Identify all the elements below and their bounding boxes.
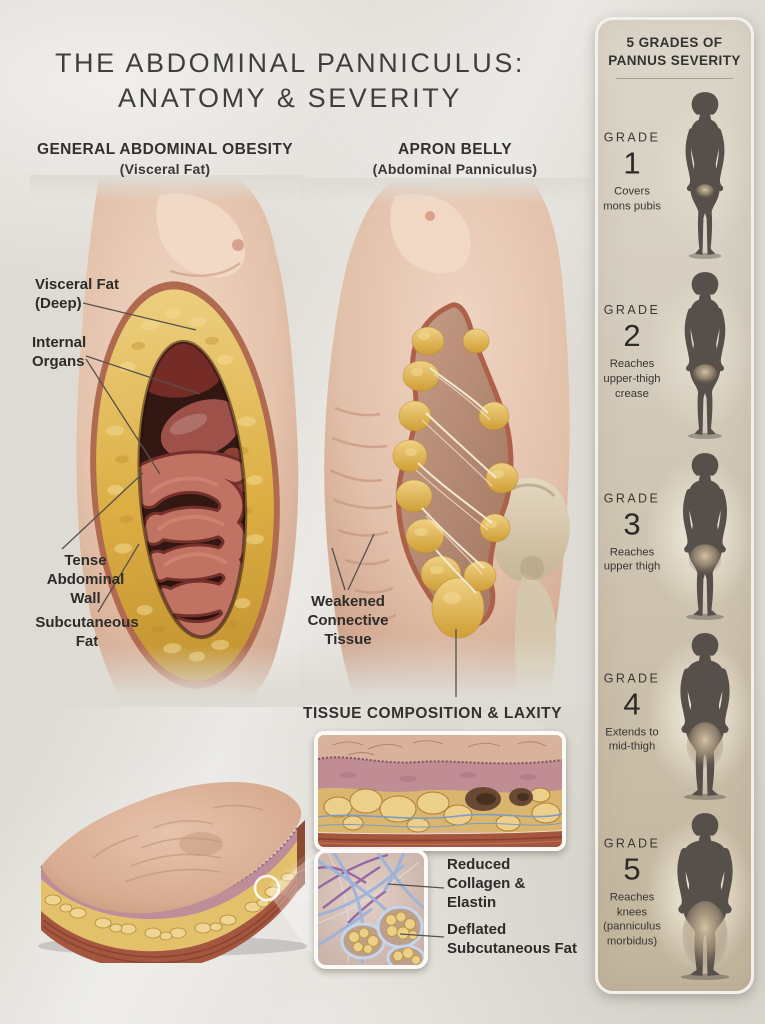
label-abdominal-wall: Tense Abdominal Wall [46,552,125,607]
block-dermis-layer [41,828,297,920]
grade-number: 1 [623,145,641,181]
label-subcutaneous-fat: Subcutaneous Fat [35,614,139,650]
grade-3-figure-silhouette [662,449,748,621]
grade-row-3: GRADE 3 Reaches upper thigh [598,444,757,624]
severity-panel-heading: 5 GRADES OF PANNUS SEVERITY [608,35,741,69]
middle-figure-fade [300,635,590,705]
breast-shape [156,193,246,278]
grade-1-figure-silhouette [662,88,748,260]
block-muscle-layer [41,873,297,963]
grade-1-text: GRADE 1 Covers mons pubis [600,131,664,214]
stomach [160,399,242,459]
middle-figure-topfade [300,178,590,204]
grade-description: Covers mons pubis [603,185,661,213]
left-figure-topfade [30,175,305,201]
grade-number: 4 [623,686,641,722]
right-subheading-text: (Abdominal Panniculus) [372,161,538,177]
hip-joint [520,556,544,580]
grade-5-text: GRADE 5 Reaches knees (panniculus morbid… [600,836,664,949]
label-deflated-fat: Deflated Subcutaneous Fat [447,921,578,957]
nipple [425,211,435,221]
pelvic-bone [489,478,570,582]
grade-description: Reaches upper thigh [603,546,661,573]
grade-number: 2 [623,318,641,354]
grade-2-text: GRADE 2 Reaches upper-thigh crease [600,303,664,401]
block-skin-surface [41,782,302,914]
grade-label: GRADE [603,130,661,145]
grade-4-text: GRADE 4 Extends to mid-thigh [600,671,664,754]
tissue-block-illustration [38,782,308,963]
tissue-layers-inset [314,731,566,851]
left-subheading-text: (Visceral Fat) [119,161,211,177]
grade-label: GRADE [603,671,661,686]
page-title: THE ABDOMINAL PANNICULUS: ANATOMY & SEVE… [30,46,550,115]
tissue-section-heading: TISSUE COMPOSITION & LAXITY [303,705,562,722]
surface-wrinkles [92,804,264,883]
label-reduced-collagen: Reduced Collagen & Elastin [447,856,526,911]
severity-panel: 5 GRADES OF PANNUS SEVERITY GRADE 1 Cove… [595,17,757,994]
grade-row-4: GRADE 4 Extends to mid-thigh [598,625,757,805]
grade-number: 3 [623,506,641,542]
grade-description: Reaches knees (panniculus morbidus) [603,891,661,948]
panel-divider [616,78,733,79]
left-figure-fade [30,645,305,707]
grade-3-text: GRADE 3 Reaches upper thigh [600,491,664,574]
grade-list: GRADE 1 Covers mons pubis GRADE 2 [598,84,757,985]
label-visceral-fat: Visceral Fat (Deep) [35,276,119,312]
left-column-heading: GENERAL ABDOMINAL OBESITY (Visceral Fat) [20,141,310,177]
grade-number: 5 [623,851,641,887]
collagen-inset [314,849,428,969]
grade-row-2: GRADE 2 Reaches upper-thigh crease [598,264,757,444]
grade-label: GRADE [603,836,661,851]
label-internal-organs: Internal Organs [32,334,87,370]
nipple [232,239,244,251]
label-connective-tissue: Weakened Connective Tissue [307,593,389,648]
grade-label: GRADE [603,303,661,318]
grade-5-figure-silhouette [662,809,748,981]
grade-label: GRADE [603,491,661,506]
grade-row-1: GRADE 1 Covers mons pubis [598,84,757,264]
right-column-heading: APRON BELLY (Abdominal Panniculus) [330,141,580,177]
left-heading-text: GENERAL ABDOMINAL OBESITY [36,141,293,158]
grade-2-figure-silhouette [662,268,748,440]
magnifier-circle [253,874,281,902]
grade-description: Reaches upper-thigh crease [603,358,661,400]
apron-belly-figure-illustration [324,178,570,703]
right-heading-text: APRON BELLY [397,141,513,158]
connective-tissue-strands [415,367,497,594]
page-title-line1: THE ABDOMINAL PANNICULUS: [54,48,526,78]
grade-4-figure-silhouette [662,629,748,801]
muscle-striations [42,880,297,963]
block-fat-lobules [44,872,296,941]
surface-dimple [179,832,223,856]
block-side-face [297,820,305,892]
breast-shape [390,193,471,274]
grade-description: Extends to mid-thigh [605,726,659,754]
grade-row-5: GRADE 5 Reaches knees (panniculus morbid… [598,805,757,985]
breast-fold-line [169,262,241,277]
page-title-line2: ANATOMY & SEVERITY [118,82,462,113]
